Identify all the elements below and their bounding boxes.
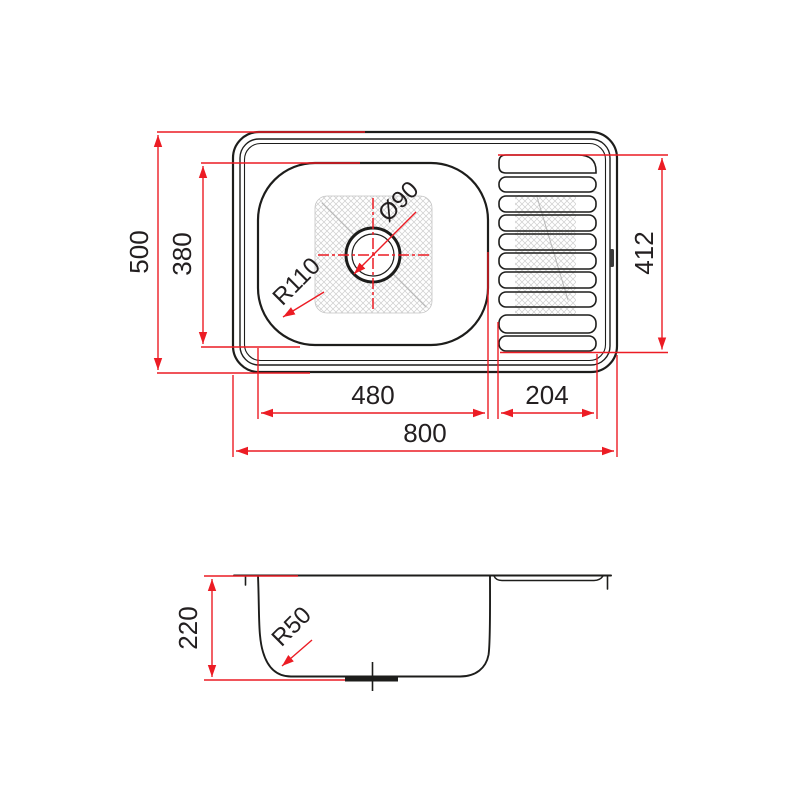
drainer-ribs — [498, 154, 597, 352]
drainer-slot — [498, 252, 597, 270]
leader-bowl-radius — [282, 291, 325, 318]
label-bowl-depth: 380 — [167, 232, 197, 275]
drainer-hatch-area — [515, 195, 576, 315]
label-bowl-width: 480 — [351, 380, 394, 410]
drainer-recess-profile — [493, 575, 604, 582]
label-bottom-radius: R50 — [267, 602, 317, 652]
dim-drainer-width — [497, 322, 598, 419]
dim-overall-depth — [153, 131, 365, 374]
brand-mark-icon — [610, 249, 614, 267]
drainer-hatch-fold-line — [536, 196, 569, 301]
top-view-dimensions — [153, 131, 668, 457]
drainer-slot — [498, 195, 597, 213]
drainer-slot — [498, 271, 597, 289]
top-view — [231, 130, 619, 374]
side-view-dimension-labels: 220 R50 — [173, 602, 317, 652]
label-sink-height: 220 — [173, 606, 203, 649]
drainer-slot — [498, 154, 597, 174]
label-drainer-depth: 412 — [629, 231, 659, 274]
bowl-profile — [257, 575, 492, 678]
label-overall-width: 800 — [403, 418, 446, 448]
label-overall-depth: 500 — [124, 230, 154, 273]
leader-drain-diameter — [353, 211, 417, 275]
drainer-slot — [498, 291, 597, 308]
side-view-drain-mark — [345, 662, 398, 691]
dim-overall-width — [232, 355, 618, 457]
side-view-dimensions — [204, 575, 347, 681]
leader-bottom-radius — [281, 639, 313, 667]
dim-sink-height — [204, 575, 347, 681]
drainer-slot — [498, 335, 597, 352]
sink-rim-line-2 — [243, 142, 607, 362]
label-drainer-width: 204 — [525, 380, 568, 410]
dim-bowl-width — [257, 252, 489, 419]
dim-bowl-depth — [198, 162, 360, 348]
drainer-slot — [498, 314, 597, 334]
drainer-slot — [498, 214, 597, 232]
drainer-slot — [498, 233, 597, 251]
dim-drainer-depth — [498, 154, 668, 354]
drainer-slot — [498, 176, 597, 193]
